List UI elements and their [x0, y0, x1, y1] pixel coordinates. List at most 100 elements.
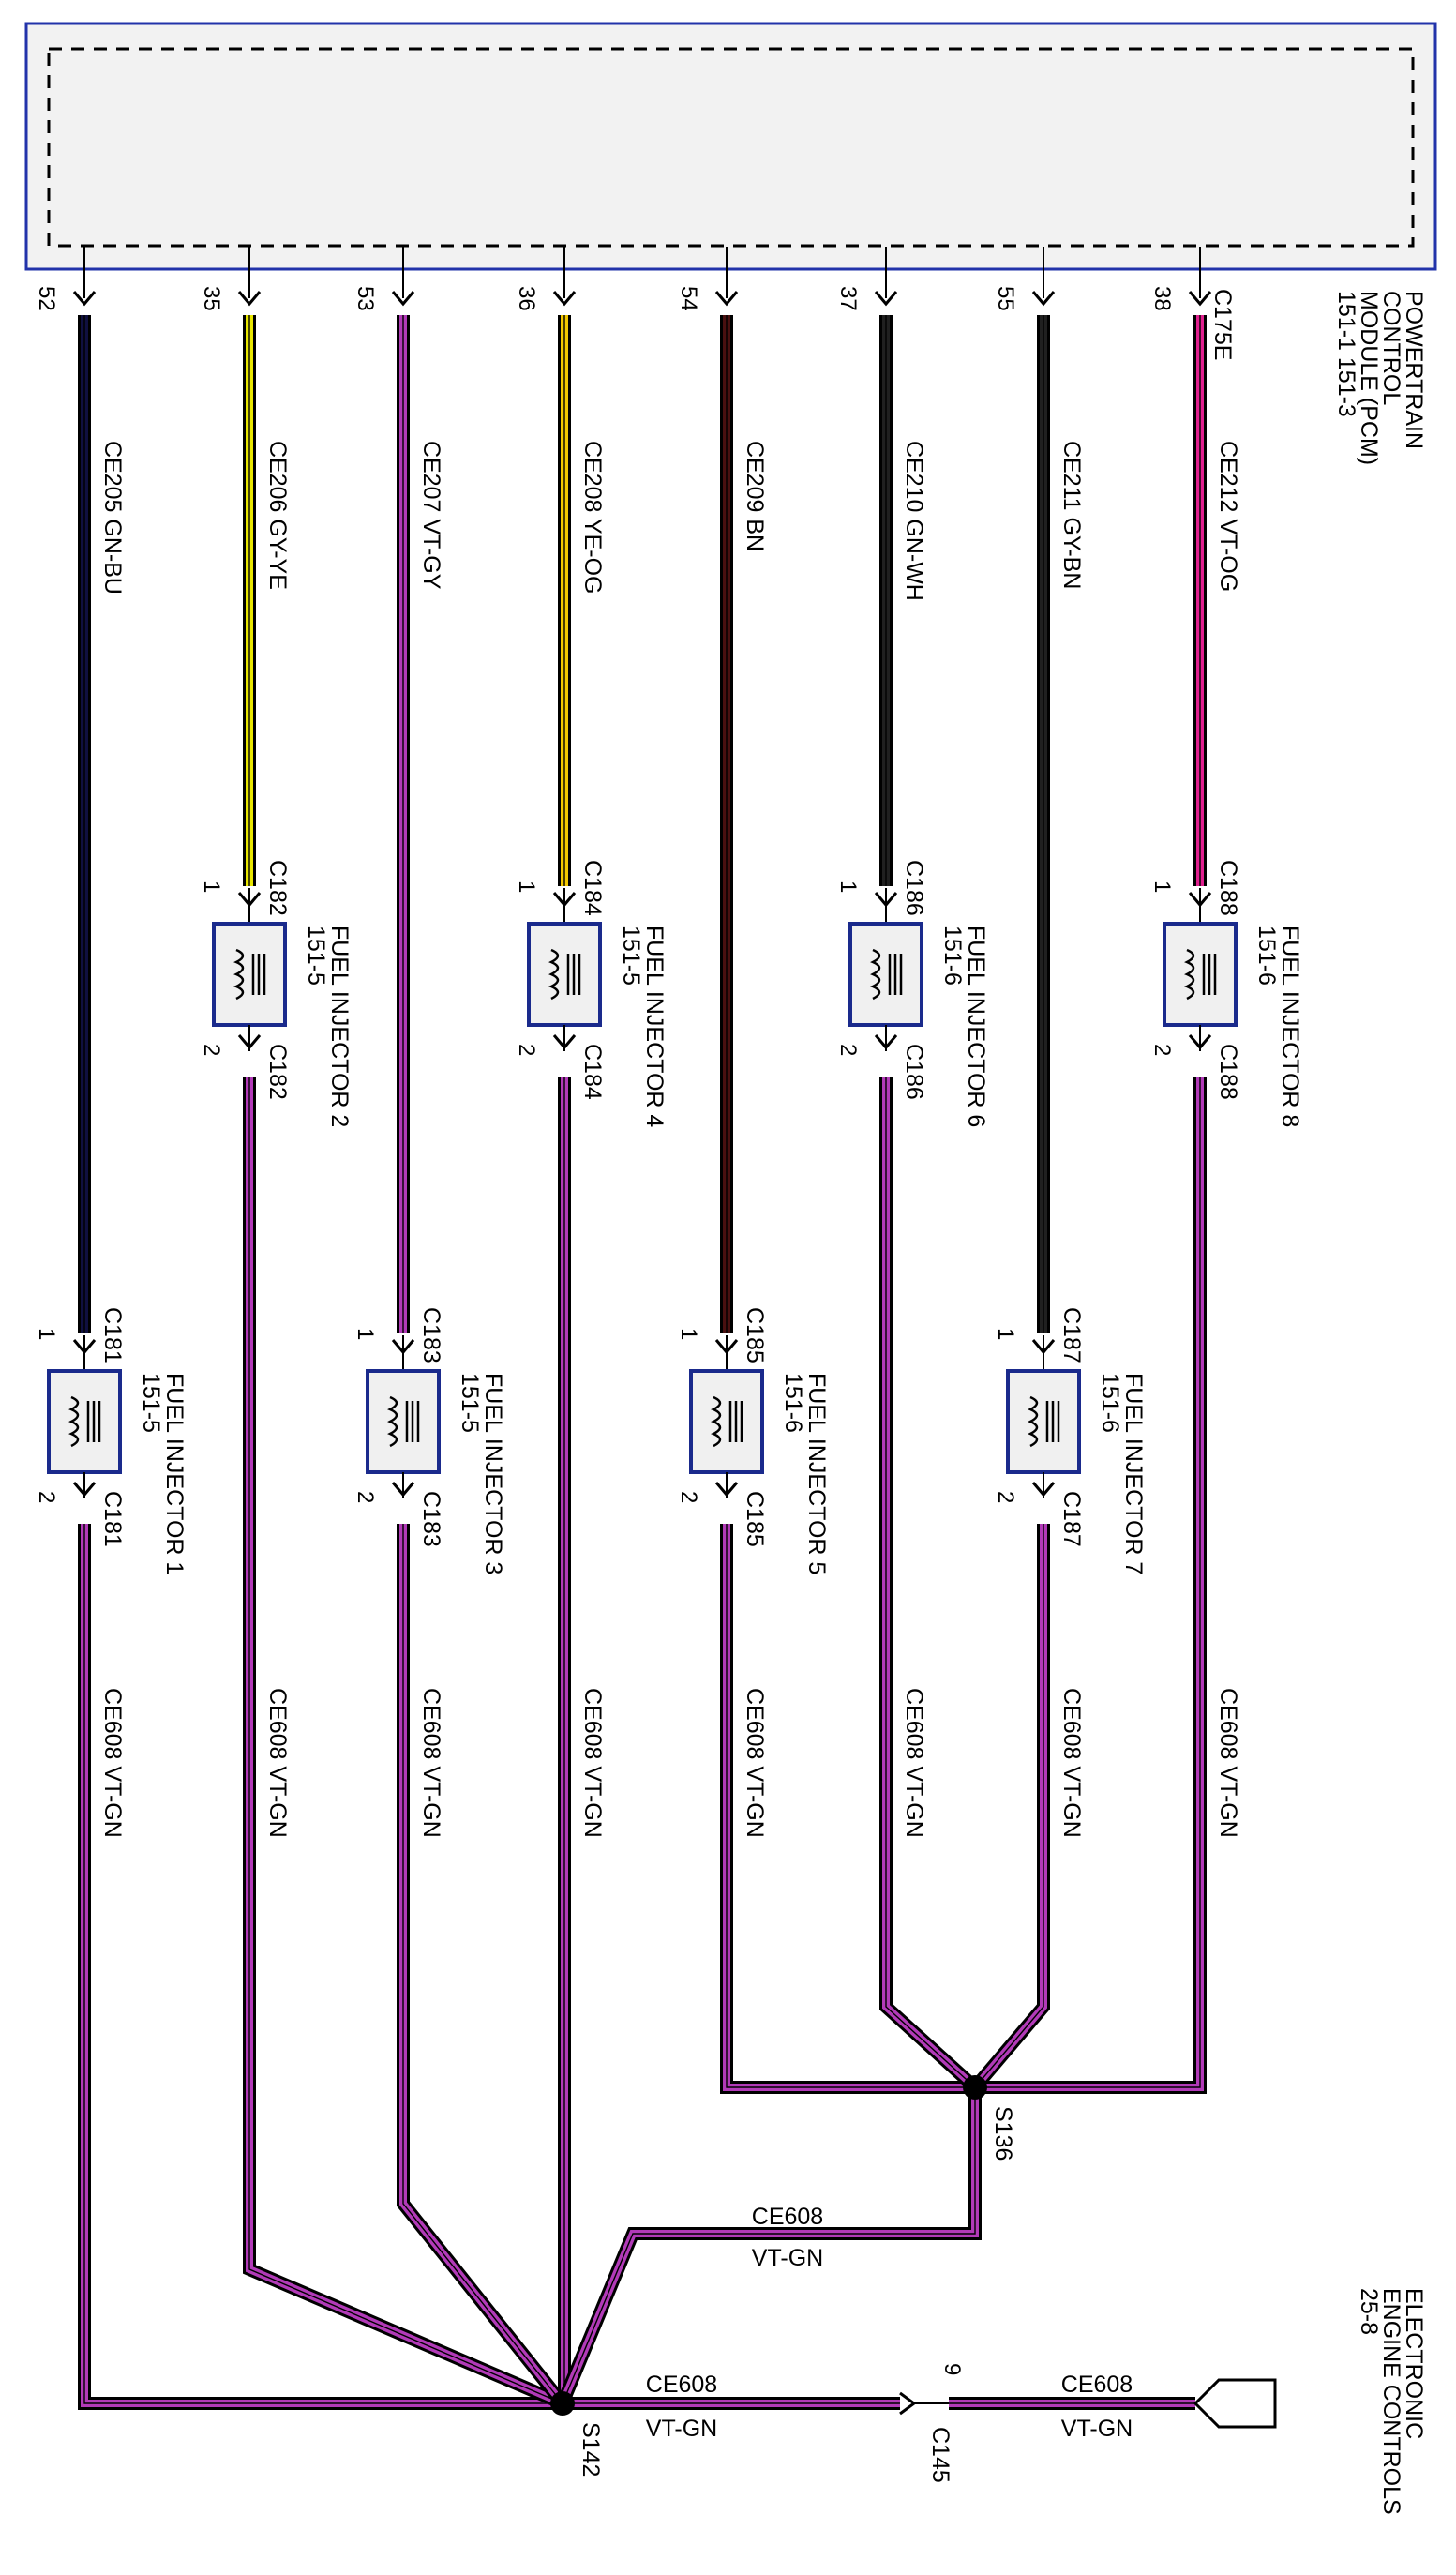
inj5-name: FUEL INJECTOR 5 — [803, 1373, 830, 1574]
pcm-name-line-4: 151-1 151-3 — [1333, 291, 1359, 417]
s136-s142-circuit-label: CE608 — [752, 2204, 823, 2230]
inj4-name: FUEL INJECTOR 4 — [641, 926, 668, 1127]
inj4-injector — [527, 922, 602, 1027]
inj2-return-wire — [243, 1077, 565, 2410]
inj1-name: FUEL INJECTOR 1 — [161, 1373, 188, 1574]
inj7-pin-in: 1 — [993, 1328, 1018, 1340]
inj5-pin-out: 2 — [676, 1491, 701, 1503]
inj1-injector — [47, 1369, 122, 1474]
c145-name-label: C145 — [927, 2427, 953, 2483]
inj2-name: FUEL INJECTOR 2 — [326, 926, 353, 1127]
destination-name-line-2: ENGINE CONTROLS — [1378, 2288, 1404, 2515]
inj3-page: 151-5 — [457, 1373, 483, 1433]
pcm-module — [24, 22, 1437, 271]
d-circuit-label: CE608 — [1061, 2372, 1133, 2398]
inj4-conn-in-label: C184 — [579, 860, 606, 916]
inj6-return-label: CE608 VT-GN — [901, 1688, 927, 1838]
inj7-page: 151-6 — [1097, 1373, 1123, 1433]
inj1-feed-label: CE205 GN-BU — [99, 441, 126, 595]
s136-to-s142-wire — [556, 2087, 982, 2406]
inj6-conn-out-label: C186 — [901, 1044, 927, 1100]
inj3-return-label: CE608 VT-GN — [418, 1688, 444, 1838]
inj4-pcm-pin: 36 — [514, 286, 539, 311]
inj7-return-wire — [969, 1524, 1050, 2092]
inj2-conn-in-label: C182 — [264, 860, 291, 916]
inj6-return-wire — [879, 1077, 980, 2093]
inj1-return-label: CE608 VT-GN — [99, 1688, 126, 1838]
inj3-pcm-pin: 53 — [353, 286, 378, 311]
inj5-injector — [689, 1369, 764, 1474]
c145-pin-label: 9 — [939, 2363, 965, 2375]
inj5-feed-label: CE209 BN — [742, 441, 768, 551]
c145-circuit-label: CE608 — [646, 2372, 717, 2398]
inj3-injector — [366, 1369, 441, 1474]
inj1-conn-out-label: C181 — [99, 1491, 126, 1547]
inj5-conn-out-label: C185 — [742, 1491, 768, 1547]
inj5-return-label: CE608 VT-GN — [742, 1688, 768, 1838]
inj3-conn-in-label: C183 — [418, 1307, 444, 1363]
inj3-pin-in: 1 — [353, 1328, 378, 1340]
inj7-pin-out: 2 — [993, 1491, 1018, 1503]
pcm-name-line-1: POWERTRAIN — [1401, 291, 1427, 449]
destination-name-line-1: ELECTRONIC — [1401, 2288, 1427, 2439]
inj7-pcm-pin: 55 — [993, 286, 1018, 311]
inj7-conn-out-label: C187 — [1058, 1491, 1085, 1547]
wires — [78, 315, 1207, 2410]
inj6-name: FUEL INJECTOR 6 — [963, 926, 989, 1127]
inj5-return-wire — [720, 1524, 975, 2094]
inj6-pcm-pin: 37 — [835, 286, 861, 311]
inj2-pin-in: 1 — [199, 881, 224, 893]
inj8-feed-label: CE212 VT-OG — [1215, 441, 1241, 592]
inj1-pin-in: 1 — [34, 1328, 59, 1340]
inj7-conn-in-label: C187 — [1058, 1307, 1085, 1363]
inj7-injector — [1006, 1369, 1081, 1474]
destination-name-line-3: 25-8 — [1356, 2288, 1382, 2335]
inj8-injector — [1163, 922, 1238, 1027]
inj1-return-wire — [78, 1524, 563, 2410]
inj7-return-label: CE608 VT-GN — [1058, 1688, 1085, 1838]
inj4-feed-label: CE208 YE-OG — [579, 441, 606, 595]
inj1-conn-in-label: C181 — [99, 1307, 126, 1363]
inj6-injector — [848, 922, 923, 1027]
inj8-name: FUEL INJECTOR 8 — [1277, 926, 1303, 1127]
inj1-pin-out: 2 — [34, 1491, 59, 1503]
inj6-feed-label: CE210 GN-WH — [901, 441, 927, 601]
inj3-return-wire — [397, 1524, 568, 2408]
inj8-conn-in-label: C188 — [1215, 860, 1241, 916]
inj1-pcm-pin: 52 — [34, 286, 59, 311]
splice-s142-dot — [550, 2391, 575, 2416]
splice-s142-label: S142 — [578, 2422, 604, 2477]
inj8-conn-out-label: C188 — [1215, 1044, 1241, 1100]
svg-text:C175E: C175E — [1209, 289, 1236, 360]
components — [47, 247, 1277, 2429]
inj4-return-label: CE608 VT-GN — [579, 1688, 606, 1838]
inj3-name: FUEL INJECTOR 3 — [480, 1373, 506, 1574]
splice-s136-label: S136 — [990, 2106, 1016, 2161]
inj4-pin-out: 2 — [514, 1044, 539, 1056]
inj5-page: 151-6 — [780, 1373, 806, 1433]
c145-arrow — [899, 2391, 917, 2416]
inj5-pcm-pin: 54 — [676, 286, 701, 311]
inj8-page: 151-6 — [1253, 926, 1280, 986]
s136-s142-color-label: VT-GN — [752, 2245, 823, 2271]
inj6-page: 151-6 — [939, 926, 966, 986]
inj8-return-label: CE608 VT-GN — [1215, 1688, 1241, 1838]
inj8-return-wire — [975, 1077, 1207, 2094]
destination-d-box — [1193, 2378, 1277, 2429]
inj8-pin-out: 2 — [1149, 1044, 1175, 1056]
inj2-pcm-pin: 35 — [199, 286, 224, 311]
inj2-page: 151-5 — [303, 926, 329, 986]
inj2-return-label: CE608 VT-GN — [264, 1688, 291, 1838]
splice-s136-dot — [963, 2075, 987, 2100]
inj2-feed-label: CE206 GY-YE — [264, 441, 291, 590]
inj5-pin-in: 1 — [676, 1328, 701, 1340]
inj4-pin-in: 1 — [514, 881, 539, 893]
inj7-name: FUEL INJECTOR 7 — [1120, 1373, 1147, 1574]
inj7-feed-label: CE211 GY-BN — [1058, 441, 1085, 589]
inj3-feed-label: CE207 VT-GY — [418, 441, 444, 590]
inj6-conn-in-label: C186 — [901, 860, 927, 916]
inj4-page: 151-5 — [618, 926, 644, 986]
inj3-pin-out: 2 — [353, 1491, 378, 1503]
